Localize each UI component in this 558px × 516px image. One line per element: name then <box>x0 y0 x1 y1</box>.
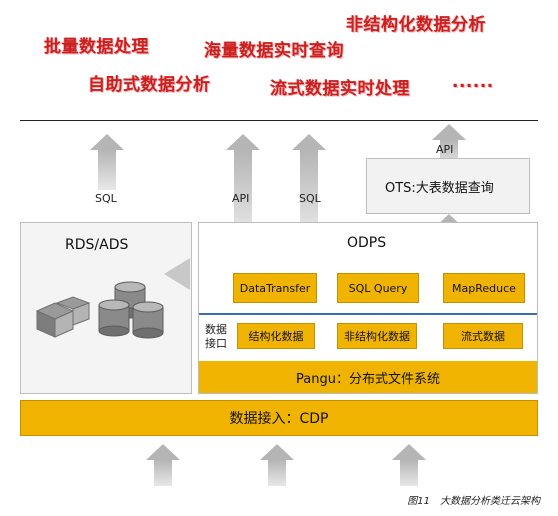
interface-divider <box>199 313 537 315</box>
use-case-massive-query: 海量数据实时查询 <box>204 41 344 61</box>
use-case-unstructured: 非结构化数据分析 <box>346 15 486 35</box>
interface-label-line1: 数据 <box>205 323 227 336</box>
rds-ads-title: RDS/ADS <box>65 237 129 253</box>
arrow-up-sql-mid <box>292 134 326 236</box>
arrow-up-bottom-mid <box>260 444 294 486</box>
ots-title: OTS:大表数据查询 <box>385 181 494 196</box>
arrow-up-sql-left <box>90 134 124 190</box>
figure-caption: 图11 大数据分析类迁云架构 <box>407 496 540 507</box>
arrow-left-to-rds <box>164 258 190 290</box>
module-mapreduce: MapReduce <box>443 273 525 303</box>
label-sql-mid: SQL <box>299 192 321 205</box>
use-case-batch: 批量数据处理 <box>44 37 149 57</box>
arrow-up-bottom-right <box>392 444 426 486</box>
database-cluster-icon <box>35 281 164 339</box>
label-api-mid: API <box>232 192 250 205</box>
label-sql-left: SQL <box>95 192 117 205</box>
odps-title: ODPS <box>347 235 387 251</box>
interface-structured: 结构化数据 <box>237 323 315 349</box>
arrow-up-api-mid <box>226 134 260 236</box>
module-datatransfer: DataTransfer <box>233 273 317 303</box>
cdp-bar: 数据接入：CDP <box>20 400 538 436</box>
interface-unstructured: 非结构化数据 <box>337 323 417 349</box>
ots-box: OTS:大表数据查询 <box>366 158 530 214</box>
top-divider <box>20 120 538 121</box>
arrow-up-bottom-left <box>146 444 180 486</box>
use-case-self-service: 自助式数据分析 <box>88 75 211 95</box>
use-case-stream: 流式数据实时处理 <box>270 79 410 99</box>
module-sql-query: SQL Query <box>337 273 419 303</box>
use-case-more: ...... <box>452 72 494 92</box>
label-api-right: API <box>436 143 454 156</box>
odps-box: ODPS DataTransfer SQL Query MapReduce 数据… <box>198 222 538 394</box>
rds-ads-box: RDS/ADS <box>20 222 192 394</box>
interface-stream: 流式数据 <box>443 323 523 349</box>
pangu-bar: Pangu：分布式文件系统 <box>199 361 537 393</box>
interface-label-line2: 接口 <box>205 337 227 350</box>
